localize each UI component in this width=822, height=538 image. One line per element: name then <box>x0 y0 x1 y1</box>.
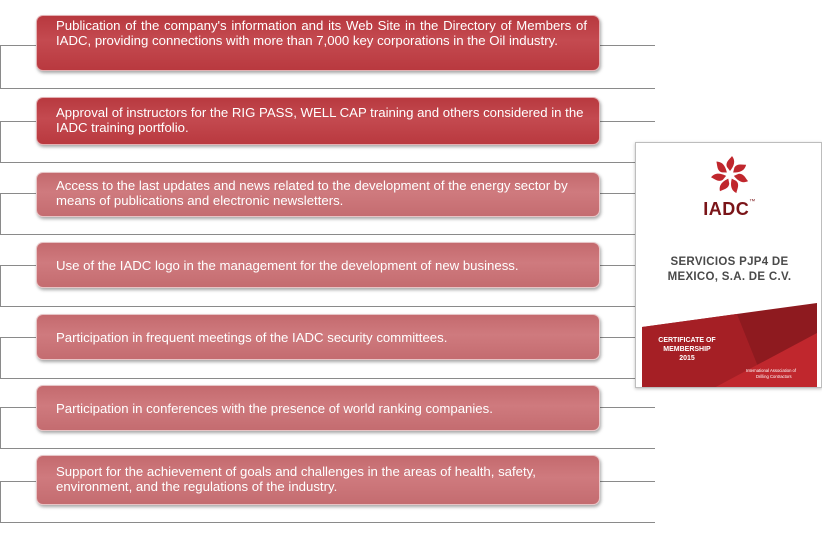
title-line-1: CERTIFICATE OF <box>658 337 716 344</box>
benefit-card-instructors: Approval of instructors for the RIG PASS… <box>36 97 600 145</box>
company-line-1: SERVICIOS PJP4 DE <box>670 256 789 268</box>
benefit-card-logo-use: Use of the IADC logo in the management f… <box>36 242 600 288</box>
association-line-1: International Association of <box>746 368 797 373</box>
benefit-text: Support for the achievement of goals and… <box>56 464 536 494</box>
association-name: International Association of Drilling Co… <box>746 368 814 379</box>
membership-certificate: IADC™ SERVICIOS PJP4 DE MEXICO, S.A. DE … <box>635 142 822 388</box>
title-line-2: MEMBERSHIP <box>663 346 711 353</box>
iadc-flower-logo-icon <box>711 156 749 193</box>
benefit-text: Publication of the company's information… <box>56 18 587 48</box>
benefit-text: Use of the IADC logo in the management f… <box>56 258 519 273</box>
benefit-text: Participation in frequent meetings of th… <box>56 330 448 345</box>
benefit-card-conferences: Participation in conferences with the pr… <box>36 385 600 431</box>
company-line-2: MEXICO, S.A. DE C.V. <box>667 271 792 283</box>
benefit-card-goals: Support for the achievement of goals and… <box>36 455 600 505</box>
certificate-title: CERTIFICATE OF MEMBERSHIP 2015 <box>652 336 722 363</box>
benefit-card-committees: Participation in frequent meetings of th… <box>36 314 600 360</box>
benefit-text: Access to the last updates and news rela… <box>56 178 568 208</box>
member-company-name: SERVICIOS PJP4 DE MEXICO, S.A. DE C.V. <box>642 255 817 285</box>
certificate-red-band <box>642 303 817 387</box>
benefit-card-directory: Publication of the company's information… <box>36 15 600 71</box>
trademark-mark: ™ <box>749 199 756 205</box>
benefit-text: Approval of instructors for the RIG PASS… <box>56 105 584 135</box>
benefit-text: Participation in conferences with the pr… <box>56 401 493 416</box>
brand-name: IADC <box>703 199 750 219</box>
certificate-year: 2015 <box>679 355 695 362</box>
certificate-brand: IADC™ <box>642 199 817 220</box>
benefit-card-updates: Access to the last updates and news rela… <box>36 172 600 217</box>
association-line-2: Drilling Contractors <box>756 373 792 379</box>
